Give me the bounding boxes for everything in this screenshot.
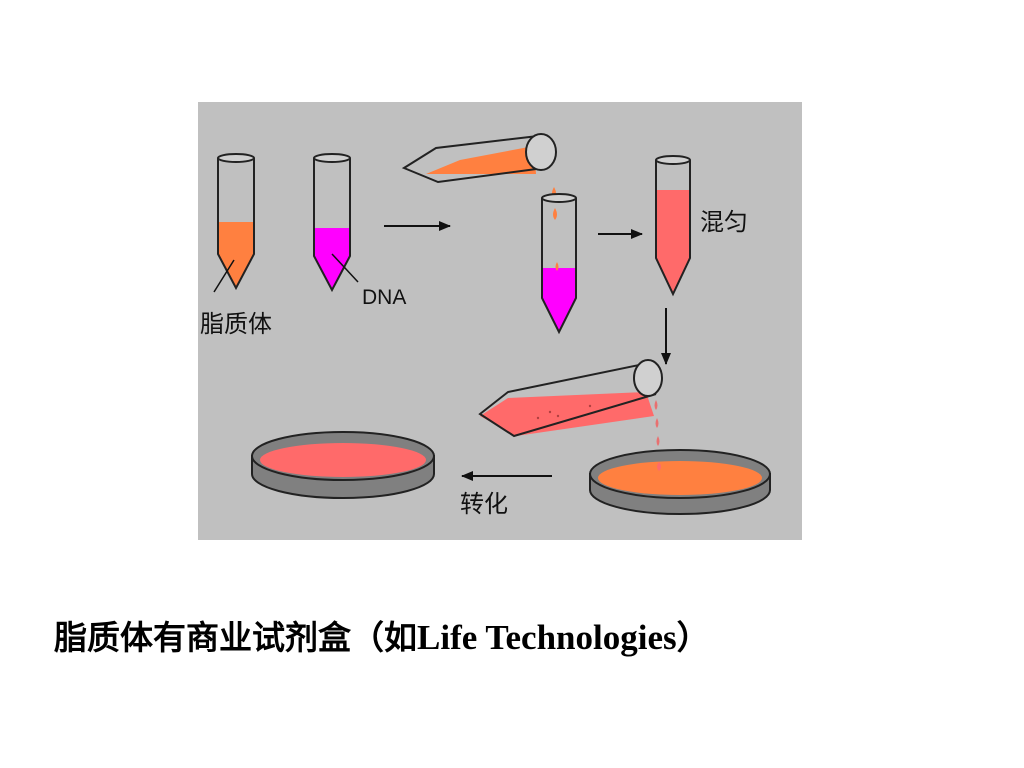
- petri-dish-cells-icon: [589, 449, 771, 515]
- mixing-tube-icon: [541, 193, 577, 335]
- droplet-icon: [555, 262, 559, 271]
- diagram-canvas: 脂质体 DNA 混匀: [198, 102, 802, 540]
- mix-label: 混匀: [700, 208, 748, 236]
- droplet-icon: [657, 462, 661, 471]
- droplet-icon: [656, 436, 660, 446]
- liposome-tube-icon: [217, 153, 255, 291]
- dna-tube-icon: [313, 153, 351, 293]
- tilted-tube-liposome-icon: [401, 133, 557, 184]
- dna-label: DNA: [362, 286, 406, 309]
- droplet-icon: [553, 208, 557, 220]
- mixed-tube-icon: [655, 155, 691, 297]
- droplet-icon: [654, 400, 658, 410]
- liposome-label: 脂质体: [200, 310, 272, 338]
- caption-cn-text: 脂质体有商业试剂盒（如: [54, 618, 417, 657]
- transform-label: 转化: [460, 490, 508, 518]
- caption-en-text: Life Technologies: [417, 618, 677, 657]
- petri-dish-transformed-icon: [251, 431, 435, 499]
- caption-close-paren: ）: [676, 618, 710, 657]
- dna-pointer: [331, 253, 359, 283]
- caption: 脂质体有商业试剂盒（如Life Technologies）: [54, 612, 994, 664]
- droplet-icon: [655, 418, 659, 428]
- transfection-diagram: 脂质体 DNA 混匀: [198, 102, 802, 540]
- liposome-pointer: [213, 259, 235, 293]
- tilted-tube-mixture-icon: [478, 359, 663, 438]
